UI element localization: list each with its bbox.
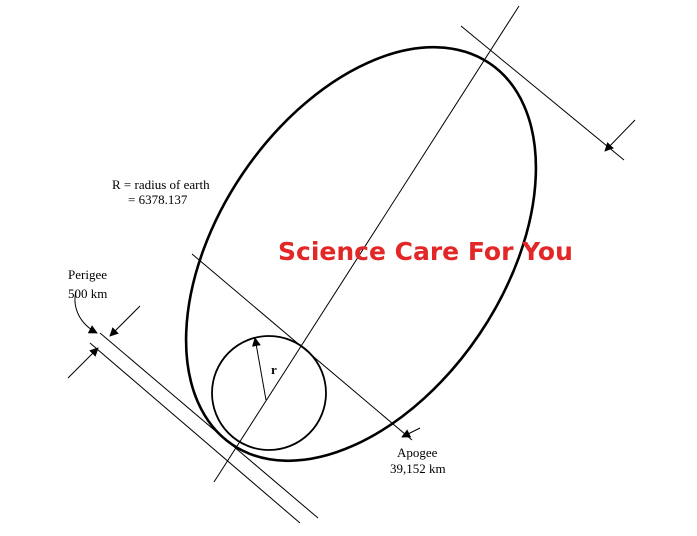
perigee-title: Perigee (68, 267, 107, 282)
perigee-extension-line-1 (99, 332, 319, 519)
apogee-extension-line-top (460, 25, 625, 161)
major-axis-line (213, 5, 520, 483)
earth-circle (211, 335, 327, 451)
perigee-arrow-right (109, 305, 141, 337)
top-dimension-arrow (604, 119, 636, 152)
radius-label-line1: R = radius of earth (112, 177, 210, 192)
apogee-dimension-arrow (401, 427, 421, 438)
apogee-value: 39,152 km (390, 461, 446, 476)
watermark-text: Science Care For You (278, 237, 573, 266)
apogee-title: Apogee (397, 445, 438, 460)
perigee-arrow-left (67, 347, 99, 379)
perigee-extension-line-2 (89, 342, 301, 524)
perigee-value: 500 km (68, 286, 107, 301)
earth-tangent-line (191, 253, 413, 441)
radius-arrow (251, 337, 267, 401)
orbit-ellipse (184, 45, 538, 463)
radius-symbol: r (271, 362, 277, 377)
perigee-leader (74, 290, 98, 334)
radius-label-line2: = 6378.137 (128, 192, 188, 207)
